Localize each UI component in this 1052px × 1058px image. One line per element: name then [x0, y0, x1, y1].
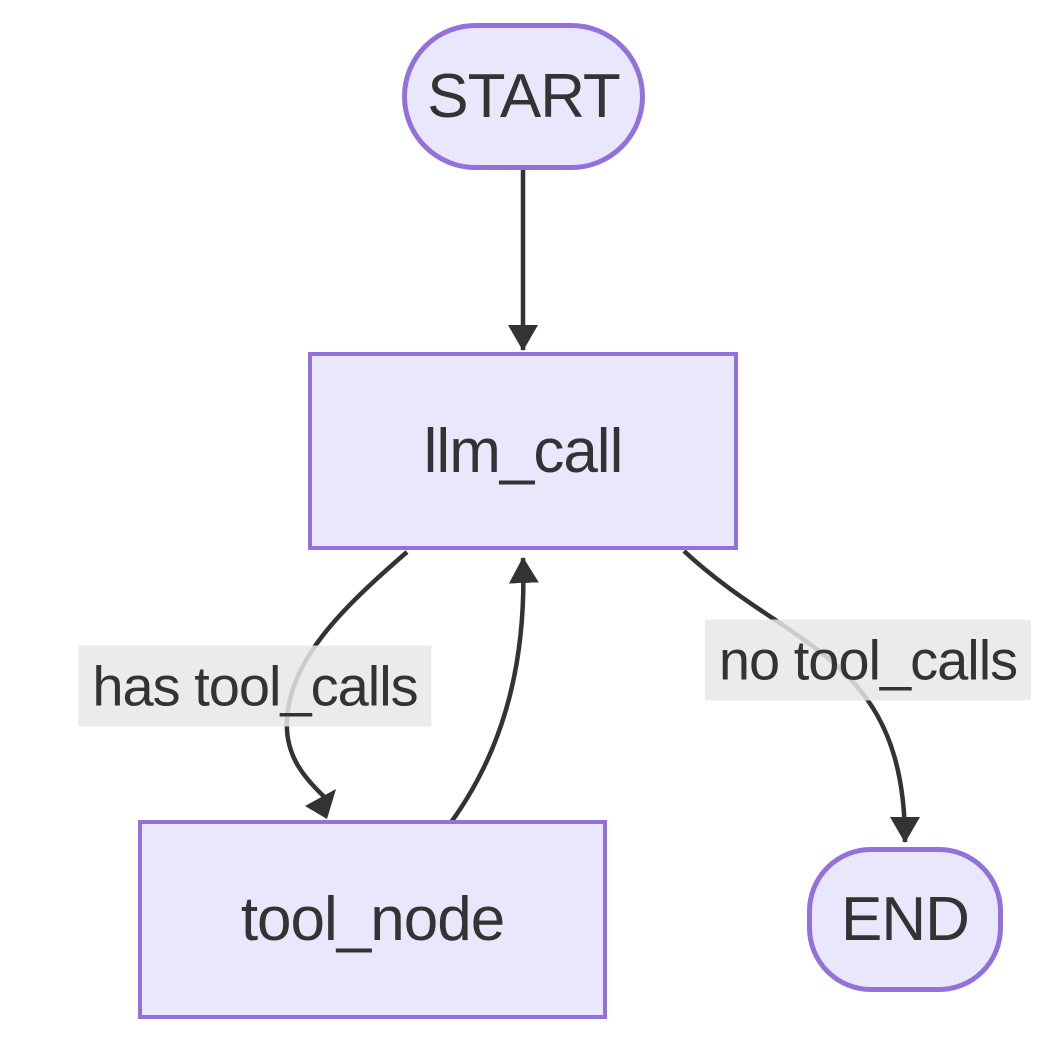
- edge-label-no-tool-calls: no tool_calls: [704, 619, 1032, 701]
- node-tool-node: tool_node: [138, 820, 607, 1019]
- node-end: END: [807, 847, 1003, 992]
- node-llm-call: llm_call: [308, 352, 738, 550]
- edge-label-has-tool-calls: has tool_calls: [78, 645, 432, 727]
- arrowhead-icon: [305, 789, 336, 819]
- node-start: START: [402, 23, 645, 170]
- edge-tool-node-to-llm-call: [441, 557, 539, 835]
